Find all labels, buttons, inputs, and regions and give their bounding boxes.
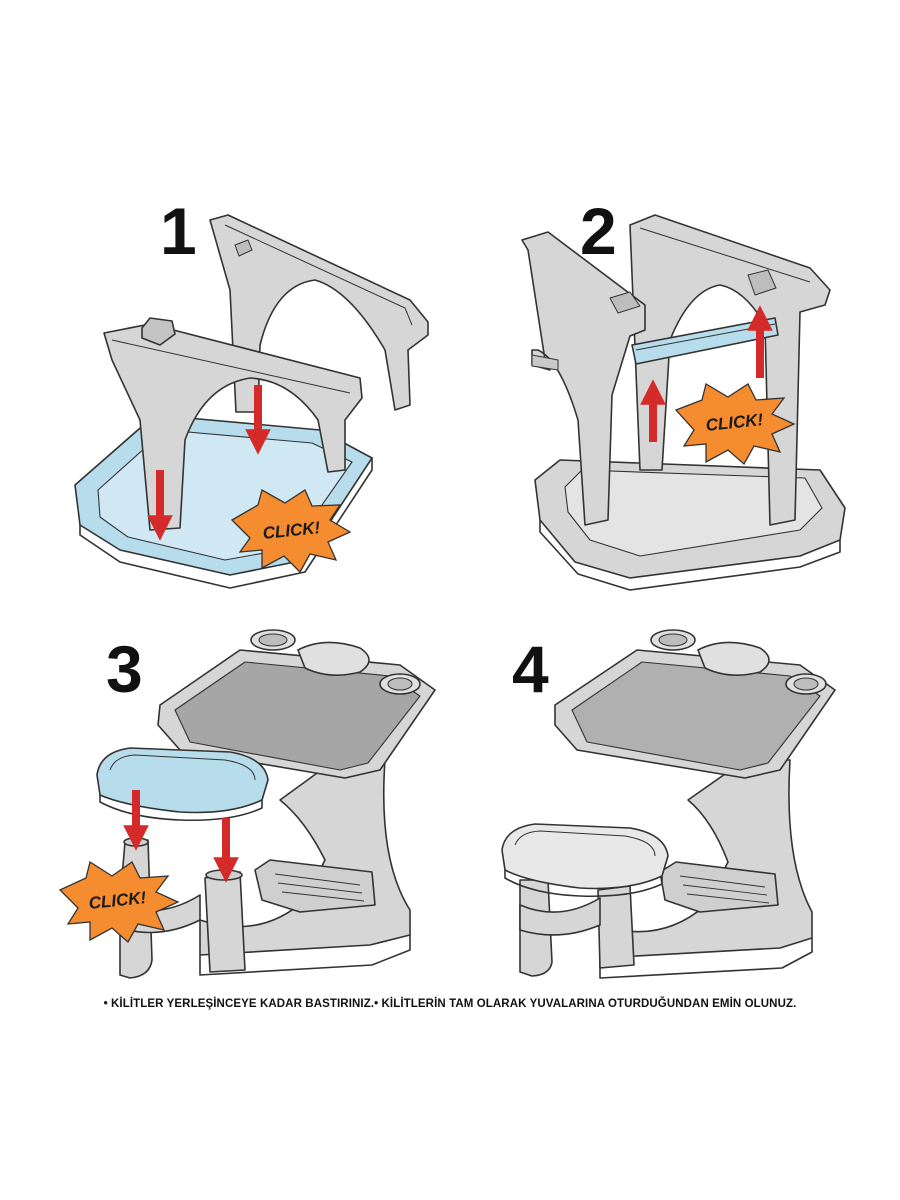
footrest-3 — [254, 859, 376, 913]
assembly-instructions-caption: • KİLİTLER YERLEŞİNCEYE KADAR BASTIRINIZ… — [103, 998, 797, 1010]
seat-blue-3 — [96, 747, 269, 822]
side-frame-front — [103, 317, 363, 531]
step-2-illustration — [521, 214, 846, 591]
step-2-arrows — [640, 305, 773, 442]
side-frame-front-2 — [521, 231, 646, 526]
step-3-click-burst: CLICK! — [58, 860, 180, 944]
desktop-3 — [157, 629, 436, 779]
footrest-4 — [659, 861, 779, 913]
step-number-4: 4 — [512, 632, 549, 706]
step-2-click-burst: CLICK! — [674, 382, 796, 466]
step-number-2: 2 — [580, 194, 617, 268]
step-3-arrows — [123, 790, 239, 883]
base-tray-gray — [534, 459, 846, 591]
step-1-click-burst: CLICK! — [230, 489, 352, 574]
side-frame-back-2 — [629, 214, 831, 526]
step-1-arrows — [147, 385, 271, 541]
side-frame-back — [209, 214, 429, 413]
step-number-1: 1 — [160, 194, 197, 268]
desktop-4 — [554, 629, 836, 779]
seat-post-right-3 — [204, 869, 246, 973]
step-number-3: 3 — [106, 632, 143, 706]
seat-legs-4 — [519, 879, 635, 977]
step-4-illustration — [501, 629, 836, 979]
seat-4 — [501, 823, 669, 898]
